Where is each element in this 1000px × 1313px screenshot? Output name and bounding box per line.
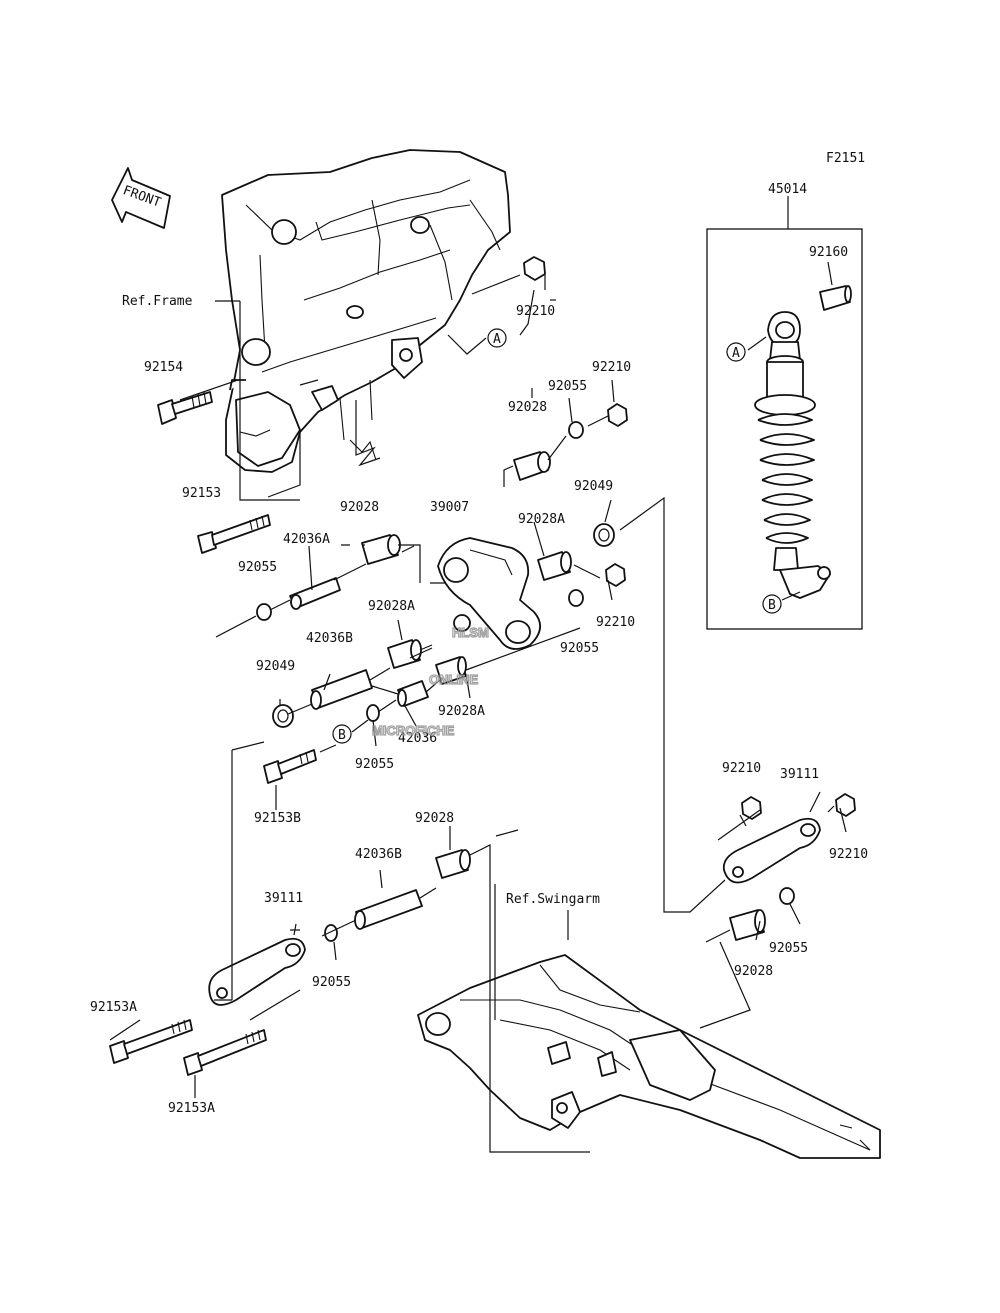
nut-92210-top	[523, 256, 546, 281]
bolt-92153B	[263, 749, 317, 784]
shock-absorber-drawing	[754, 311, 831, 599]
label-92055-d: 92055	[355, 757, 394, 772]
label-92028-a: 92028	[508, 400, 547, 415]
swingarm-drawing	[417, 954, 881, 1159]
ring-92055-d	[366, 704, 380, 722]
label-92210-b: 92210	[592, 360, 631, 375]
label-42036A: 42036A	[283, 532, 330, 547]
label-42036: 42036	[398, 731, 437, 746]
shock-absorber-box	[706, 228, 863, 630]
bolt-92153	[197, 514, 271, 554]
callout-a-shock	[726, 342, 746, 362]
nut-92210-d	[741, 796, 762, 820]
watermark-line3: MICROFICHE	[372, 723, 455, 738]
washer-92049-b	[272, 704, 294, 728]
label-92210-e: 92210	[829, 847, 868, 862]
leader-lines	[109, 196, 847, 1153]
ring-92055-f	[779, 887, 795, 905]
label-92055-c: 92055	[560, 641, 599, 656]
label-42036B-b: 42036B	[355, 847, 402, 862]
label-92210-top: 92210	[516, 304, 555, 319]
label-39111-b: 39111	[264, 891, 303, 906]
callout-a-shock-label: A	[732, 346, 740, 361]
label-92055-e: 92055	[312, 975, 351, 990]
rocker-arm-drawing	[437, 537, 541, 650]
callout-b-link	[332, 724, 352, 744]
label-92049-a: 92049	[574, 479, 613, 494]
nut-92210-b	[607, 403, 628, 427]
label-92028A-c: 92028A	[438, 704, 485, 719]
label-92028-c: 92028	[415, 811, 454, 826]
frame-drawing	[221, 149, 511, 473]
label-ref-frame: Ref.Frame	[122, 294, 193, 309]
callout-b-shock-label: B	[768, 598, 776, 613]
label-42036B-a: 42036B	[306, 631, 353, 646]
label-92160: 92160	[809, 245, 848, 260]
label-92049-b: 92049	[256, 659, 295, 674]
label-39111-a: 39111	[780, 767, 819, 782]
label-45014: 45014	[768, 182, 807, 197]
tie-rod-left	[208, 937, 306, 1006]
ring-92055-c	[568, 589, 584, 607]
bolt-92154	[157, 391, 213, 425]
label-92210-d: 92210	[722, 761, 761, 776]
ring-92055-a	[568, 421, 584, 439]
label-39007: 39007	[430, 500, 469, 515]
label-92055-f: 92055	[769, 941, 808, 956]
callout-a-frame	[487, 328, 507, 348]
sleeve-42036B-b	[355, 889, 423, 929]
label-92210-c: 92210	[596, 615, 635, 630]
washer-92049-a	[593, 523, 615, 547]
nut-92210-e	[835, 793, 856, 817]
callout-b-link-label: B	[338, 728, 346, 743]
label-92055-b: 92055	[238, 560, 277, 575]
nut-92210-c	[605, 563, 626, 587]
callout-a-frame-label: A	[493, 332, 501, 347]
callout-b-shock	[762, 594, 782, 614]
front-arrow-icon: FRONT	[111, 167, 171, 229]
label-92028-b: 92028	[340, 500, 379, 515]
tie-rod-right	[722, 817, 821, 884]
label-92153A-a: 92153A	[90, 1000, 137, 1015]
label-92028-d: 92028	[734, 964, 773, 979]
label-ref-swingarm: Ref.Swingarm	[506, 892, 600, 907]
label-92153A-b: 92153A	[168, 1101, 215, 1116]
label-92153: 92153	[182, 486, 221, 501]
label-92028A-b: 92028A	[368, 599, 415, 614]
label-92153B: 92153B	[254, 811, 301, 826]
watermark: HLSM ONLINE MICROFICHE	[371, 624, 489, 738]
part-labels: F2151 Ref.Frame 45014 92160 92210 92154 …	[90, 151, 868, 1116]
bolt-92153A-lower	[183, 1029, 267, 1076]
label-92055-a: 92055	[548, 379, 587, 394]
ring-92055-b	[256, 603, 272, 621]
label-92028A-a: 92028A	[518, 512, 565, 527]
figure-code: F2151	[826, 151, 865, 166]
watermark-line1: HLSM	[452, 625, 489, 640]
ring-92055-e	[324, 924, 338, 942]
label-92154: 92154	[144, 360, 183, 375]
bolt-92153A-upper	[109, 1019, 193, 1064]
watermark-line2: ONLINE	[429, 672, 478, 687]
shock-spring	[757, 413, 815, 544]
